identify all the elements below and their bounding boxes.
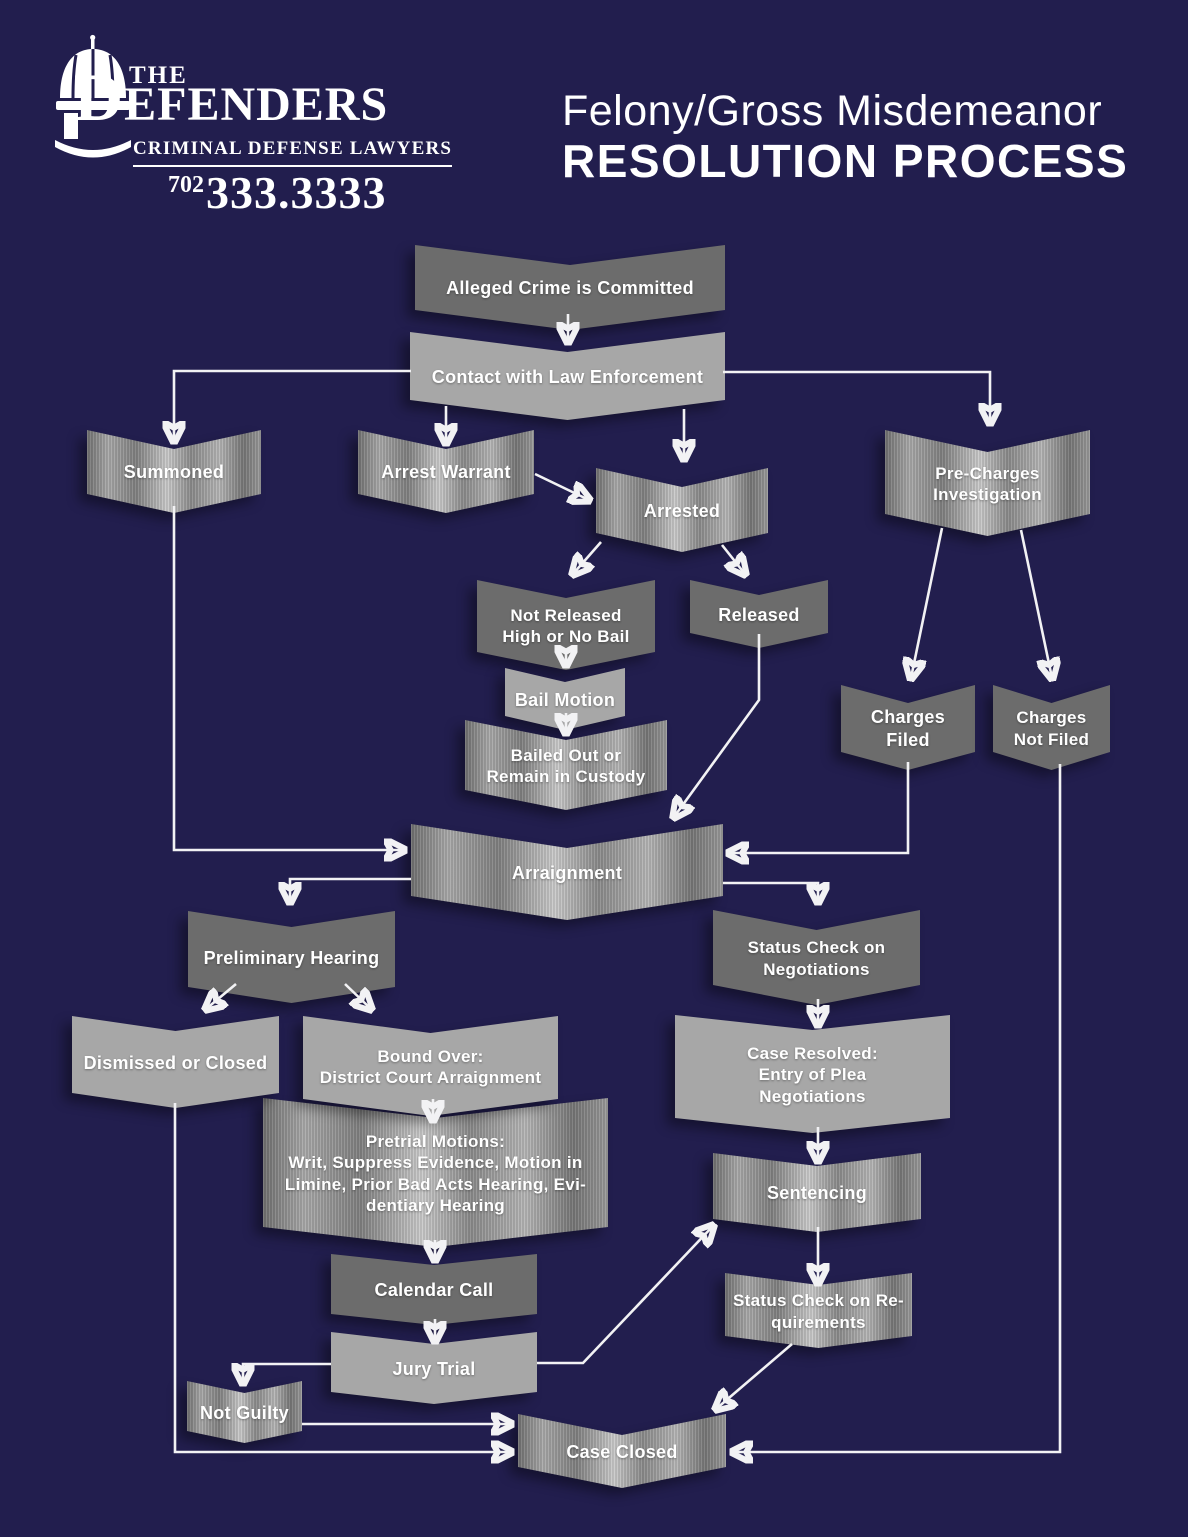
node-not-guilty: Not Guilty (187, 1381, 302, 1443)
capitol-dome-icon (55, 34, 131, 158)
node-calendar-call: Calendar Call (331, 1254, 537, 1325)
edge-arraignment-to-status-check-negotiations (723, 881, 818, 902)
node-dismissed-or-closed: Dismissed or Closed (72, 1016, 279, 1108)
node-label: Charges Not Filed (1013, 708, 1090, 749)
node-label: Jury Trial (392, 1358, 476, 1379)
page-title: Felony/Gross Misdemeanor RESOLUTION PROC… (562, 87, 1129, 188)
node-label: Pre-Charges Investigation (933, 463, 1042, 504)
node-jury-trial: Jury Trial (331, 1332, 537, 1404)
node-arrest-warrant: Arrest Warrant (358, 430, 534, 513)
node-pretrial-motions: Pretrial Motions: Writ, Suppress Evidenc… (263, 1098, 608, 1247)
node-label: Charges Filed (870, 707, 946, 750)
node-label: Preliminary Hearing (203, 947, 380, 968)
node-not-released: Not Released High or No Bail (477, 580, 655, 670)
edge-arrest-warrant-to-arrested (534, 472, 589, 500)
node-label: Summoned (123, 462, 225, 483)
node-label: Bailed Out or Remain in Custody (486, 745, 646, 786)
node-case-resolved: Case Resolved: Entry of Plea Negotiation… (675, 1015, 950, 1133)
node-label: Arrested (643, 500, 721, 521)
node-label: Alleged Crime is Committed (446, 278, 694, 299)
node-case-closed: Case Closed (518, 1414, 726, 1488)
node-arrested: Arrested (596, 468, 768, 552)
node-pre-charges-investigation: Pre-Charges Investigation (885, 430, 1090, 536)
node-bailed-out: Bailed Out or Remain in Custody (465, 720, 667, 810)
node-label: Case Closed (566, 1441, 678, 1462)
node-label: Not Guilty (200, 1402, 289, 1423)
node-label: Case Resolved: Entry of Plea Negotiation… (747, 1044, 878, 1106)
edge-released-to-arraignment (674, 634, 761, 817)
node-label: Status Check on Re- quirements (733, 1291, 905, 1332)
node-label: Sentencing (766, 1183, 867, 1204)
node-label: Contact with Law Enforcement (431, 366, 704, 387)
node-preliminary-hearing: Preliminary Hearing (188, 911, 395, 1003)
node-alleged-crime: Alleged Crime is Committed (415, 245, 725, 330)
edge-summoned-to-arraignment (172, 506, 404, 850)
edge-contact-to-pre-charges (723, 370, 990, 423)
phone-area-code: 702 (168, 172, 204, 198)
node-charges-not-filed: Charges Not Filed (993, 685, 1110, 770)
node-charges-filed: Charges Filed (841, 685, 975, 770)
edge-pre-charges-to-charges-not-filed (1019, 529, 1052, 678)
node-status-check-requirements: Status Check on Re- quirements (725, 1273, 912, 1348)
node-arraignment: Arraignment (411, 824, 723, 920)
node-label: Calendar Call (374, 1280, 494, 1301)
phone-digits: 333.3333 (206, 167, 387, 218)
edge-status-req-to-case-closed (716, 1343, 793, 1409)
edge-charges-filed-to-arraignment (729, 762, 910, 853)
title-line2: RESOLUTION PROCESS (562, 135, 1129, 188)
node-label: Status Check on Negotiations (747, 938, 886, 979)
node-label: Dismissed or Closed (83, 1052, 268, 1073)
title-line1: Felony/Gross Misdemeanor (562, 87, 1103, 135)
node-label: Not Released High or No Bail (502, 605, 630, 646)
edge-arraignment-to-preliminary-hearing (290, 877, 411, 902)
node-label: Released (718, 604, 800, 625)
node-label: Arraignment (511, 862, 623, 883)
node-released: Released (690, 580, 828, 648)
node-label: Arrest Warrant (381, 462, 511, 483)
edge-pre-charges-to-charges-filed (911, 527, 944, 678)
node-label: Bound Over: District Court Arraignment (319, 1046, 542, 1087)
node-label: Pretrial Motions: Writ, Suppress Evidenc… (284, 1132, 587, 1215)
node-summoned: Summoned (87, 430, 261, 513)
node-contact-law-enforcement: Contact with Law Enforcement (410, 332, 725, 420)
brand-name: DEFENDERS (74, 59, 389, 135)
node-status-check-negotiations: Status Check on Negotiations (713, 910, 920, 1005)
brand-tagline: CRIMINAL DEFENSE LAWYERS (133, 138, 453, 167)
node-label: Bail Motion (514, 689, 616, 710)
defenders-logo: THE DEFENDERS CRIMINAL DEFENSE LAWYERS 7… (0, 0, 470, 240)
brand-prefix: THE (129, 62, 188, 89)
node-bound-over: Bound Over: District Court Arraignment (303, 1016, 558, 1116)
phone-number: 702333.3333 (168, 166, 387, 219)
node-sentencing: Sentencing (713, 1153, 921, 1232)
